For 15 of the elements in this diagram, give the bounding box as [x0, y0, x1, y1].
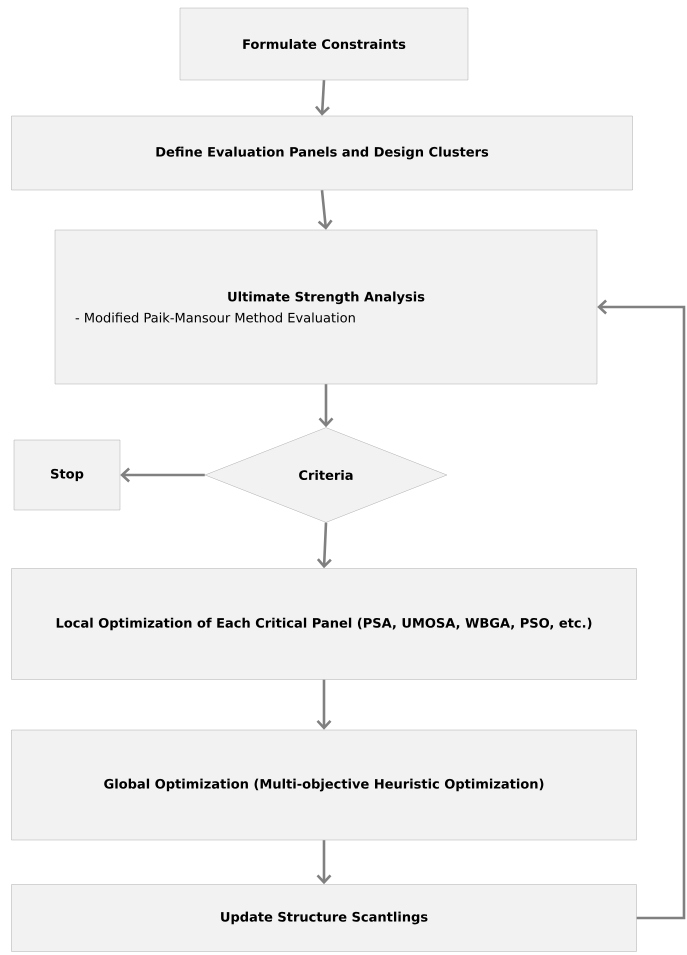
- process-box: Define Evaluation Panels and Design Clusters: [11, 116, 633, 190]
- process-box: Local Optimization of Each Critical Panel (PSA, UMOSA, WBGA, PSO, etc.): [11, 568, 637, 680]
- arrow: [318, 190, 333, 230]
- arrow: [597, 300, 686, 920]
- process-box: Formulate Constraints: [180, 8, 468, 80]
- process-box: Ultimate Strength Analysis - Modified Paik-Mansour Method Evaluation: [54, 230, 598, 384]
- process-box: Global Optimization (Multi-objective Heuristic Optimization): [11, 730, 637, 840]
- arrow: [316, 840, 332, 884]
- process-box: Update Structure Scantlings: [11, 884, 637, 952]
- arrow: [315, 80, 330, 116]
- arrow: [120, 468, 205, 482]
- arrow: [316, 522, 332, 568]
- arrow: [318, 384, 334, 428]
- arrow: [316, 680, 332, 730]
- process-box: Stop: [14, 440, 120, 510]
